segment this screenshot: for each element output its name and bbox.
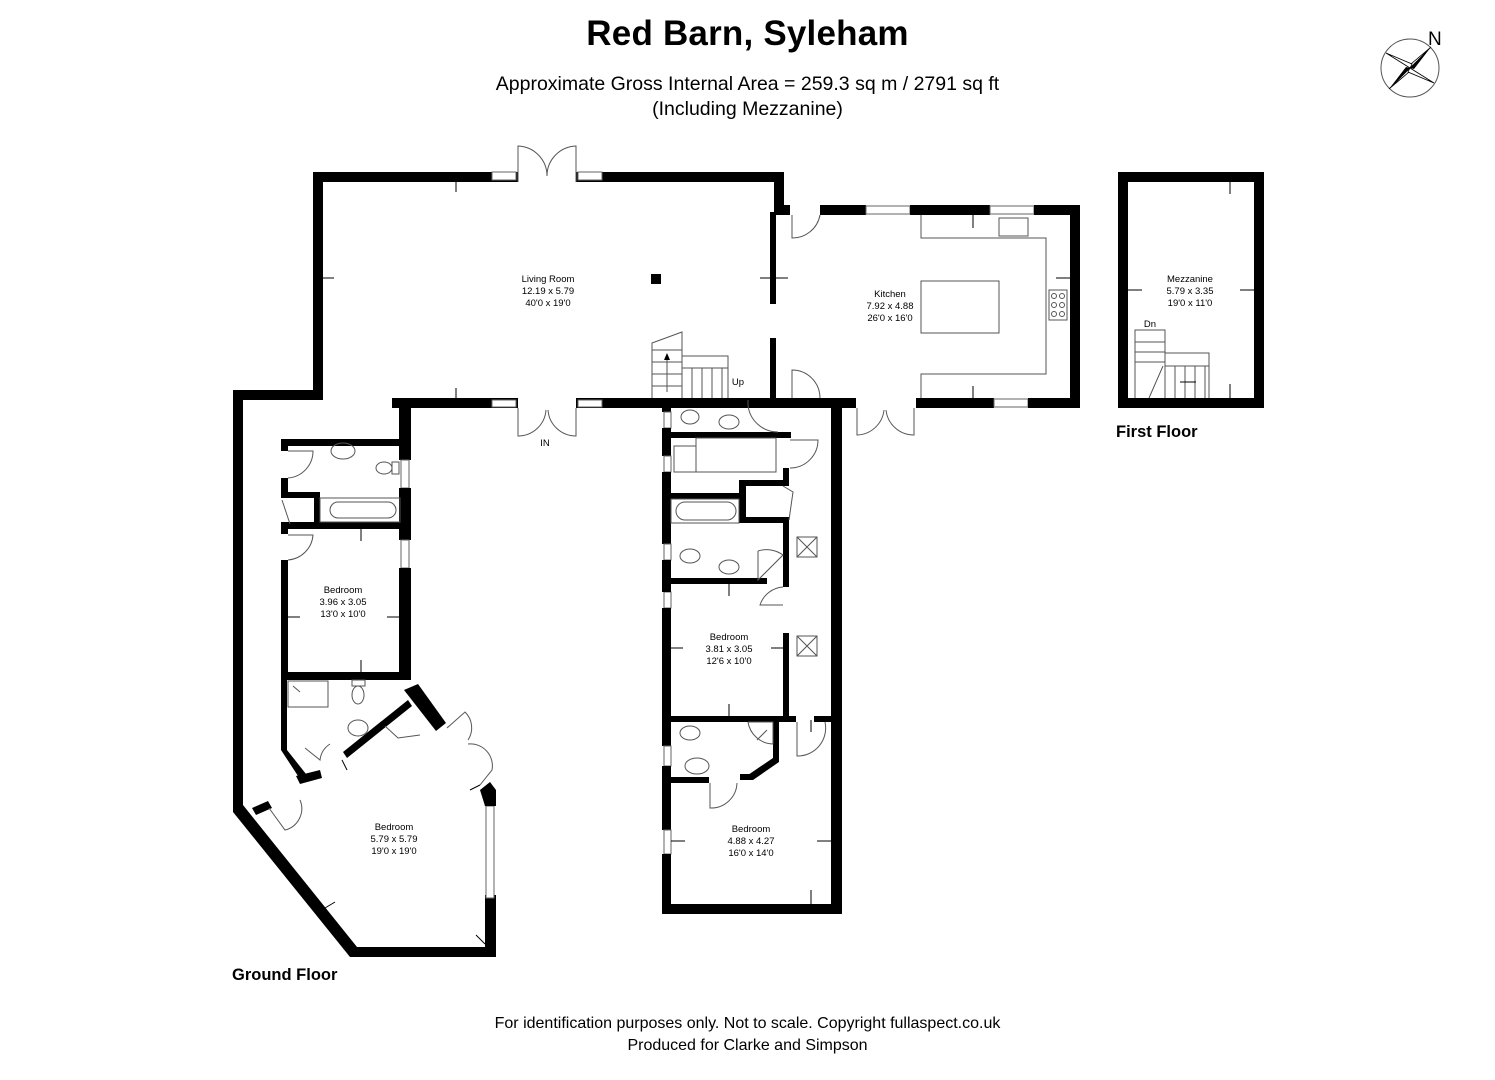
bedroom-middle-imperial: 12'6 x 10'0 (706, 656, 751, 667)
kitchen-door-north[interactable] (791, 214, 821, 239)
west-bathroom-fixtures (281, 442, 401, 561)
compass-icon: N (1380, 29, 1442, 98)
east-wing-fixtures (670, 400, 827, 809)
bedroom-west-name: Bedroom (324, 585, 363, 596)
mezzanine-walls (1118, 172, 1264, 408)
bedroom-middle-name: Bedroom (710, 632, 749, 643)
bedroom-middle-metric: 3.81 x 3.05 (705, 644, 752, 655)
mezzanine-name: Mezzanine (1167, 274, 1213, 285)
east-bedrooms-dimension-arrows (671, 584, 831, 904)
bedroom-west-metric: 3.96 x 3.05 (319, 597, 366, 608)
mezzanine-metric: 5.79 x 3.35 (1166, 286, 1213, 297)
stairs-down-label: Dn (1144, 319, 1156, 330)
bedroom-south-imperial: 16'0 x 14'0 (728, 848, 773, 859)
stairs-up-label: Up (732, 377, 744, 388)
french-door-top[interactable] (517, 145, 577, 182)
plan-title: Red Barn, Syleham (586, 14, 909, 53)
bedroom-south-name: Bedroom (732, 824, 771, 835)
kitchen-door-south[interactable] (856, 408, 915, 436)
bedroom-sw-metric: 5.79 x 5.79 (370, 834, 417, 845)
gross-area-text: Approximate Gross Internal Area = 259.3 … (495, 73, 1000, 95)
ground-floor-label: Ground Floor (232, 966, 338, 984)
kitchen-imperial: 26'0 x 16'0 (867, 313, 912, 324)
mezzanine-dimension-arrows (1128, 182, 1254, 398)
hall-door[interactable] (791, 369, 821, 399)
staircase-up[interactable] (651, 331, 729, 398)
kitchen-worktops (920, 215, 1068, 398)
kitchen-island (920, 280, 1000, 334)
bedroom-sw-dimension-arrows (324, 759, 486, 945)
mezzanine-staircase[interactable] (1134, 329, 1210, 399)
entrance-label: IN (540, 438, 550, 449)
bedroom-west-dimension-arrows (288, 529, 399, 672)
bedroom-south-metric: 4.88 x 4.27 (727, 836, 774, 847)
footer: For identification purposes only. Not to… (0, 1013, 1495, 1057)
living-room-imperial: 40'0 x 19'0 (525, 298, 570, 309)
east-wing-walls (662, 398, 842, 914)
bedroom-west-imperial: 13'0 x 10'0 (320, 609, 365, 620)
area-summary: Approximate Gross Internal Area = 259.3 … (0, 72, 1495, 122)
copyright-text: For identification purposes only. Not to… (494, 1015, 1001, 1032)
area-note-text: (Including Mezzanine) (652, 98, 843, 120)
living-room-metric: 12.19 x 5.79 (522, 286, 574, 297)
kitchen-metric: 7.92 x 4.88 (866, 301, 913, 312)
living-room-walls (313, 171, 824, 408)
kitchen-walls (776, 205, 1080, 408)
first-floor-label: First Floor (1116, 423, 1198, 441)
entrance-door[interactable] (517, 408, 577, 437)
kitchen-dimension-arrows (776, 215, 1070, 398)
hob-icon (1048, 289, 1068, 321)
south-west-ensuite-fixtures (268, 679, 493, 831)
west-wing-walls (233, 390, 411, 810)
bedroom-sw-name: Bedroom (375, 822, 414, 833)
living-room-name: Living Room (522, 274, 575, 285)
produced-for-text: Produced for Clarke and Simpson (627, 1037, 868, 1054)
south-west-bedroom-walls (233, 684, 496, 957)
living-room-dimension-arrows (323, 182, 770, 398)
bedroom-sw-imperial: 19'0 x 19'0 (371, 846, 416, 857)
mezzanine-imperial: 19'0 x 11'0 (1168, 298, 1213, 309)
kitchen-name: Kitchen (874, 289, 906, 300)
compass-north-label: N (1428, 29, 1442, 50)
